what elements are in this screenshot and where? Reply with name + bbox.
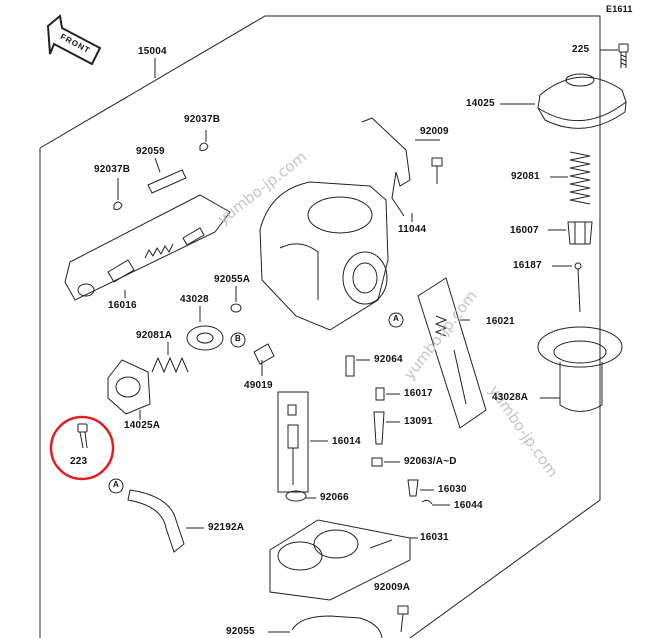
part-label: 14025A — [124, 420, 161, 431]
screw-92009 — [415, 139, 443, 184]
jet-needle-16187 — [552, 262, 582, 313]
screw-49019 — [253, 343, 275, 376]
screw-223 — [77, 423, 88, 449]
pin-92059 — [147, 157, 187, 194]
plug-92064 — [345, 355, 370, 377]
part-label: 15004 — [138, 46, 167, 57]
highlight-circle-223 — [49, 415, 115, 481]
callout-a-label: A — [113, 480, 119, 489]
part-label: 16187 — [513, 260, 542, 271]
part-label: 43028 — [180, 294, 209, 305]
part-label: 16014 — [332, 436, 361, 447]
part-label: 92009 — [420, 126, 449, 137]
diaphragm-piston-43028A — [537, 326, 623, 412]
o-ring-92055A — [230, 286, 242, 313]
spring-92081A — [151, 342, 189, 374]
piston-assembly-16021 — [417, 277, 487, 429]
diaphragm-43028 — [186, 306, 224, 351]
part-label: 223 — [70, 456, 88, 467]
callout-a-circle-1 — [388, 312, 404, 328]
callout-b-label: B — [235, 334, 241, 343]
part-label: 16044 — [454, 500, 483, 511]
part-label: 92064 — [374, 354, 403, 365]
part-label: 16007 — [510, 225, 539, 236]
part-label: 16031 — [420, 532, 449, 543]
part-label: 43028A — [492, 392, 529, 403]
screw-92009A — [397, 605, 409, 633]
callout-a-circle-2 — [108, 478, 124, 494]
part-label: 92066 — [320, 492, 349, 503]
part-label: 92081 — [511, 171, 540, 182]
part-label: 225 — [572, 44, 590, 55]
clip-92037B-upper — [199, 130, 209, 151]
part-label: 92055A — [214, 274, 251, 285]
bracket-11044 — [361, 117, 413, 222]
part-label: 92009A — [374, 582, 411, 593]
part-label: 13091 — [404, 416, 433, 427]
part-label: 92055 — [226, 626, 255, 637]
jet-16017 — [375, 387, 400, 401]
jet-group-16014 — [277, 391, 328, 493]
diagram-code: E1611 — [606, 4, 633, 14]
float-valve-16030 — [407, 479, 434, 497]
part-label: 92081A — [136, 330, 173, 341]
carburetor-body — [259, 181, 389, 331]
needle-jet-13091 — [373, 411, 400, 445]
assembly-frame — [39, 15, 601, 638]
washer-92066 — [285, 490, 316, 502]
part-label: 16021 — [486, 316, 515, 327]
callout-a-label: A — [393, 314, 399, 323]
jet-92063 — [371, 457, 400, 467]
top-cover-14025 — [500, 73, 627, 129]
part-label: 92059 — [136, 146, 165, 157]
part-label: 16017 — [404, 388, 433, 399]
float-bowl-16031 — [269, 519, 418, 601]
spring-92081 — [550, 151, 591, 205]
part-label: 14025 — [466, 98, 495, 109]
needle-holder-16007 — [548, 221, 593, 245]
part-label: 92037B — [184, 114, 221, 125]
part-label: 11044 — [398, 224, 427, 235]
pilot-screw-16016 — [64, 194, 231, 301]
bolt-225 — [600, 43, 629, 68]
front-arrow-icon — [46, 14, 102, 66]
part-label: 49019 — [244, 380, 273, 391]
part-label: 92037B — [94, 164, 131, 175]
hose-92192A — [127, 489, 204, 553]
part-label: 16030 — [438, 484, 467, 495]
callout-b-circle — [230, 332, 246, 348]
clip-92037B-lower — [113, 178, 123, 210]
part-label: 16016 — [108, 300, 137, 311]
cover-14025A — [107, 359, 151, 420]
clip-16044 — [421, 499, 450, 506]
part-label: 92192A — [208, 522, 245, 533]
gasket-92055 — [268, 615, 383, 638]
part-label: 92063/A~D — [404, 456, 457, 467]
